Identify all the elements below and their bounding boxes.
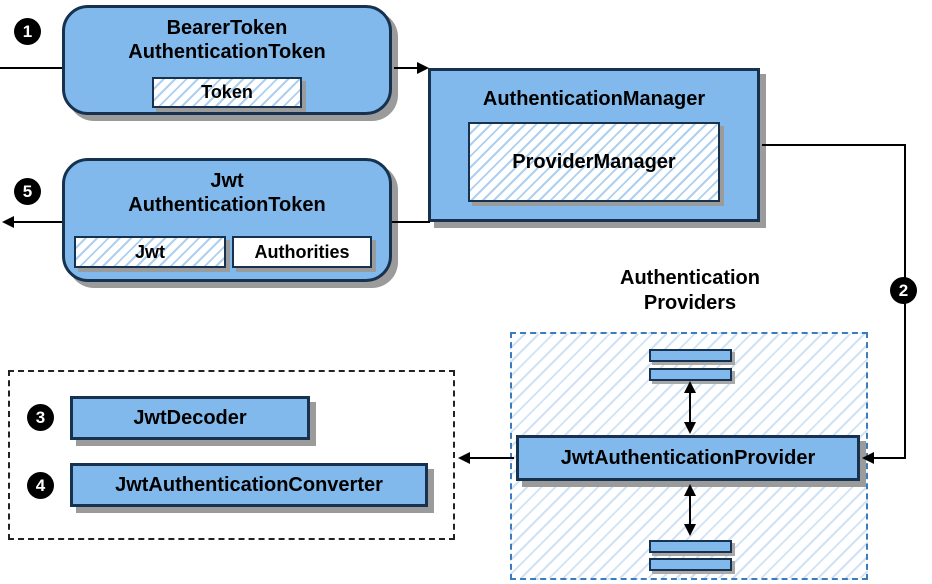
provider-placeholder-bar-bottom-1 <box>649 540 732 553</box>
jwt-field: Jwt <box>74 236 226 268</box>
arrow-jwt-token-outgoing-head <box>2 216 14 228</box>
authorities-field: Authorities <box>232 236 372 268</box>
jwt-token-title-line1: Jwt <box>210 170 244 192</box>
bearer-token-node-title: BearerToken AuthenticationToken <box>65 16 389 65</box>
step-3-badge: 3 <box>27 404 54 431</box>
authentication-providers-label-line2: Providers <box>643 292 737 314</box>
jwt-authentication-converter-node: JwtAuthenticationConverter <box>70 463 428 507</box>
jwt-authentication-token-node: Jwt AuthenticationToken Jwt Authorities <box>62 158 392 282</box>
authentication-manager-node: AuthenticationManager ProviderManager <box>428 68 760 222</box>
step-5-badge: 5 <box>14 178 41 205</box>
arrow-provider-to-converters-head <box>458 452 470 464</box>
jwt-decoder-node: JwtDecoder <box>70 396 310 440</box>
authentication-providers-label: Authentication Providers <box>545 266 835 316</box>
step-2-badge: 2 <box>890 277 917 304</box>
jwt-token-node-title: Jwt AuthenticationToken <box>65 169 389 218</box>
provider-placeholder-bar-top-1 <box>649 349 732 362</box>
bearer-token-authentication-token-node: BearerToken AuthenticationToken Token <box>62 5 392 115</box>
jwt-components-region <box>8 370 455 540</box>
jwt-authentication-provider-node: JwtAuthenticationProvider <box>516 435 860 481</box>
jwt-token-title-line2: AuthenticationToken <box>128 194 326 217</box>
authentication-manager-title: AuthenticationManager <box>482 88 706 110</box>
bearer-token-title-line1: BearerToken <box>166 17 288 39</box>
provider-manager-field: ProviderManager <box>468 122 720 202</box>
provider-placeholder-bar-top-2 <box>649 368 732 381</box>
authentication-providers-label-line1: Authentication <box>620 267 760 289</box>
provider-placeholder-bar-bottom-2 <box>649 558 732 571</box>
bearer-token-title-line2: AuthenticationToken <box>128 41 326 64</box>
token-field: Token <box>152 77 302 108</box>
step-1-badge: 1 <box>14 18 41 45</box>
step-4-badge: 4 <box>27 472 54 499</box>
